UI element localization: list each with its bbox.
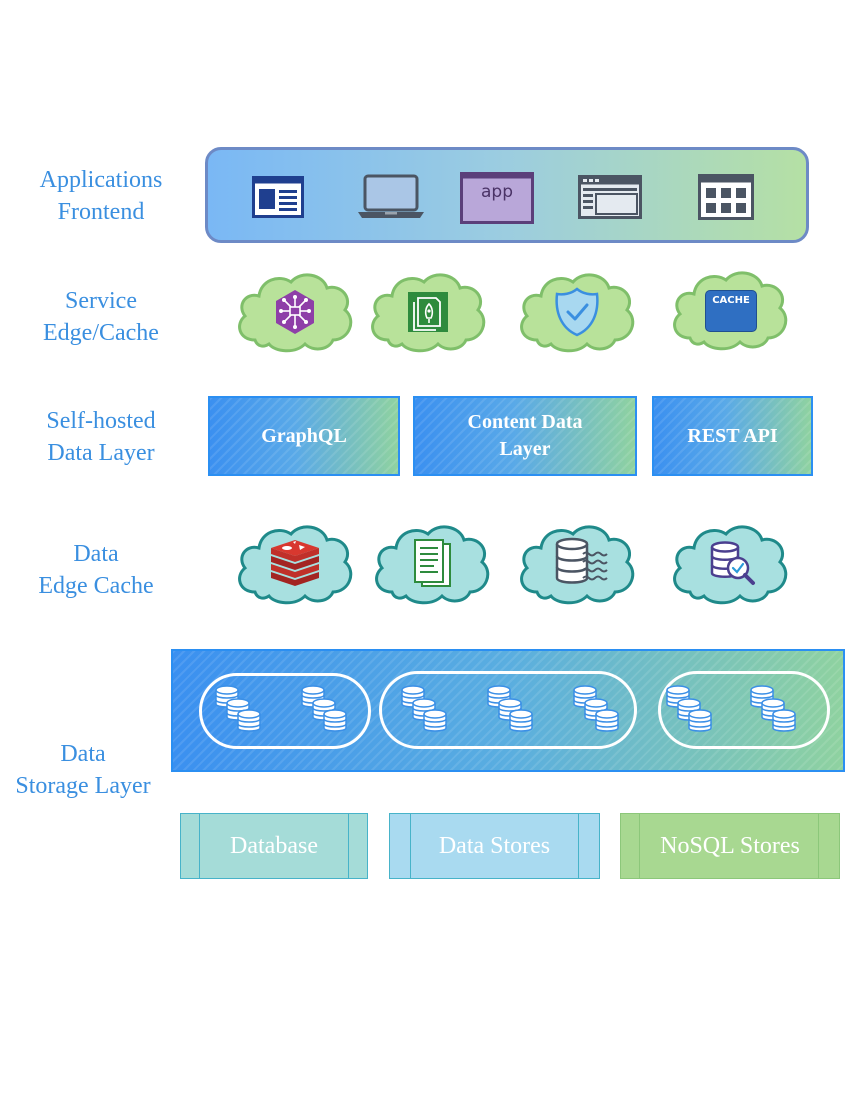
browser-window-icon [578,175,642,219]
cloud-security-service [515,268,639,354]
graphql-label: GraphQL [261,424,347,447]
label-line: Storage Layer [15,773,151,799]
cloud-redis-cache [233,520,357,606]
deploy-rocket-icon [408,292,448,332]
database-stack-icon [573,685,619,732]
frontend-panel: app [205,147,809,243]
label-line: Edge/Cache [43,320,159,346]
database-stack-icon [301,685,347,732]
content-data-label: Content Data [467,411,583,433]
store-edge [578,814,599,878]
label-line: Frontend [57,199,145,225]
database-store-label: Database [230,832,318,859]
label-data-storage-layer: Data Storage Layer [2,738,164,802]
app-window-icon [460,172,534,224]
database-stack-icon [401,685,447,732]
datastores-capsule [379,671,637,749]
label-line: Applications [39,167,163,193]
nosql-capsule [658,671,830,749]
content-layer-label: Layer [499,438,551,460]
documents-icon [414,539,451,587]
cache-label: CACHE [712,295,750,306]
app-label: app [481,182,513,202]
label-service-edge-cache: Service Edge/Cache [20,285,182,349]
store-edge [348,814,367,878]
label-line: Edge Cache [38,573,154,599]
data-stores-store: Data Stores [389,813,600,879]
label-applications-frontend: Applications Frontend [20,164,182,228]
store-edge [621,814,640,878]
store-edge [181,814,200,878]
cloud-deploy-service [366,268,490,354]
database-stack-icon [215,685,261,732]
database-stack-icon [750,685,796,732]
cloud-database-search-cache [668,520,792,606]
cloud-database-stream-cache [515,520,639,606]
label-line: Service [65,288,137,314]
graphql-hub-icon [276,290,314,334]
redis-icon [271,540,319,586]
rest-api-label: REST API [687,424,778,447]
database-store: Database [180,813,368,879]
nosql-stores-store: NoSQL Stores [620,813,840,879]
label-line: Data [60,741,106,767]
rest-api-box: REST API [652,396,813,476]
label-line: Data [73,541,119,567]
laptop-icon [358,174,424,218]
cloud-documents-cache [370,520,494,606]
database-stack-icon [666,685,712,732]
database-capsule [199,673,371,749]
content-data-layer-box: Content Data Layer [413,396,637,476]
cloud-cache-service: CACHE [668,266,792,352]
store-edge [390,814,411,878]
security-shield-icon [555,287,599,337]
web-page-icon [252,176,304,218]
label-self-hosted-data-layer: Self-hosted Data Layer [20,405,182,469]
database-stream-icon [555,537,608,584]
label-line: Self-hosted [46,408,156,434]
graphql-box: GraphQL [208,396,400,476]
label-line: Data Layer [47,440,155,466]
cloud-graphql-service [233,268,357,354]
label-data-edge-cache: Data Edge Cache [15,538,177,602]
cache-icon: CACHE [705,290,757,332]
database-search-icon [710,541,755,585]
store-edge [818,814,839,878]
nosql-stores-label: NoSQL Stores [660,832,800,859]
dashboard-grid-icon [698,174,754,220]
data-stores-label: Data Stores [438,832,551,859]
database-stack-icon [487,685,533,732]
